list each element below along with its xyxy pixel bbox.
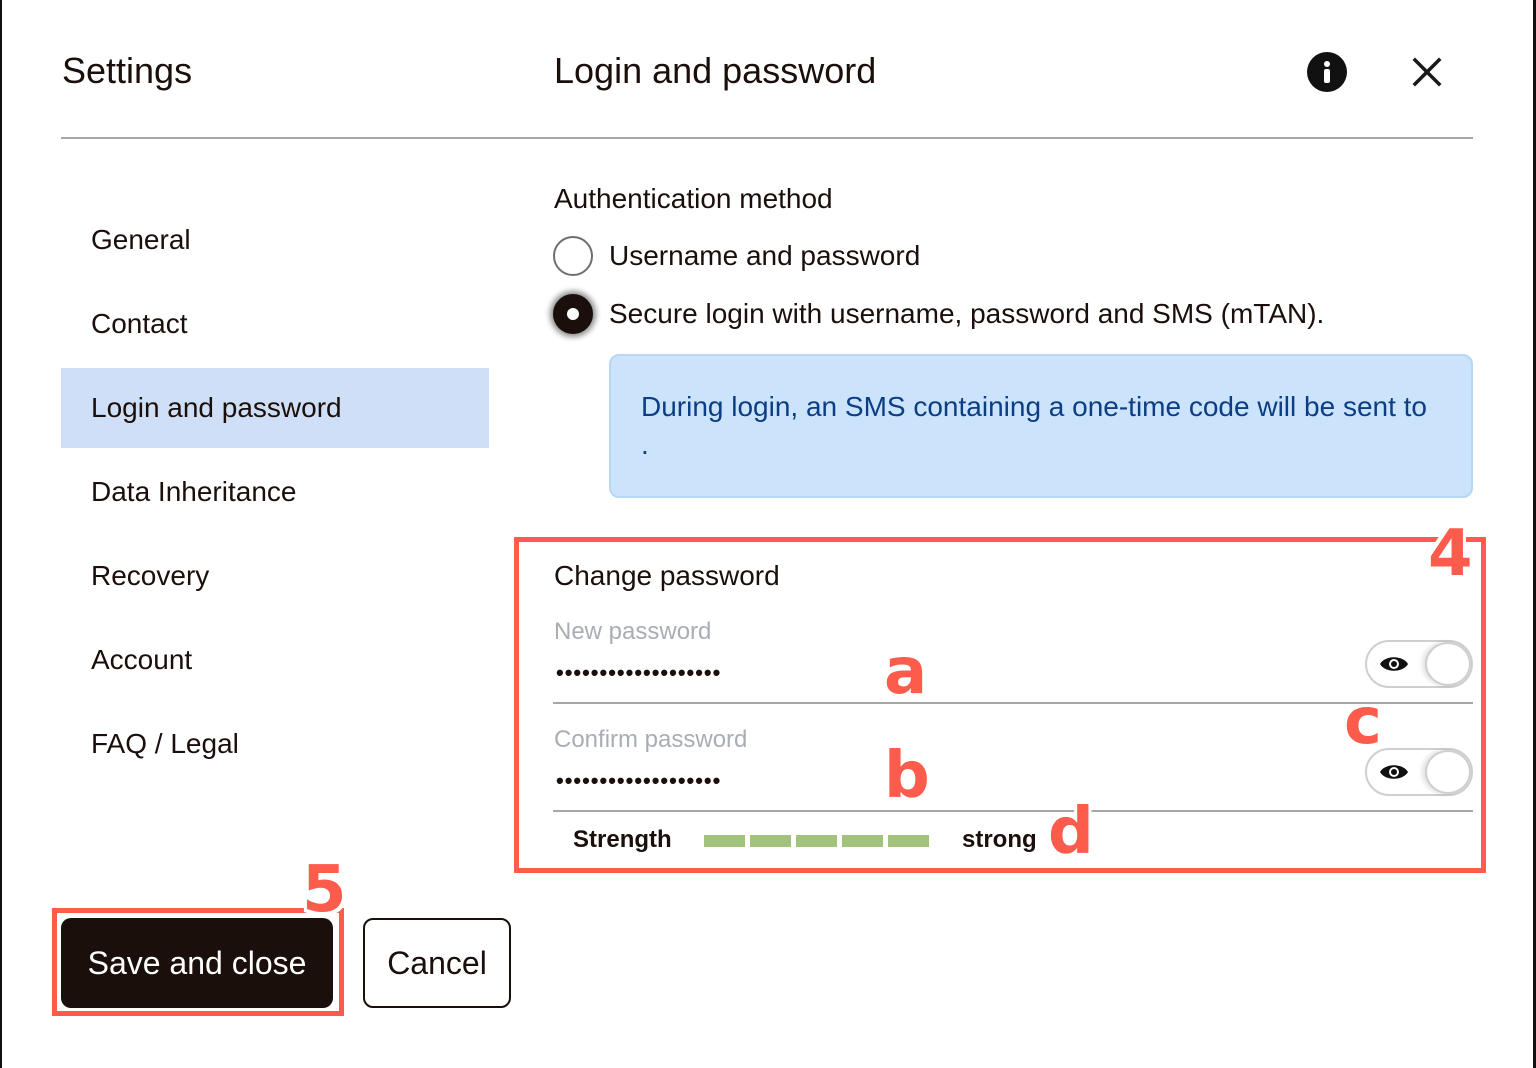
new-password-input[interactable]: ••••••••••••••••••• [556, 660, 722, 685]
confirm-password-input[interactable]: ••••••••••••••••••• [556, 768, 722, 793]
sidebar-item-data-inheritance[interactable]: Data Inheritance [61, 452, 489, 532]
settings-title: Settings [62, 50, 193, 91]
radio-label: Username and password [609, 240, 921, 271]
annotation-label-5: 5 [302, 853, 347, 927]
toggle-knob [1425, 750, 1471, 794]
window-border-left [0, 0, 2, 1068]
radio-button-checked[interactable] [553, 294, 593, 334]
confirm-password-show-toggle[interactable] [1365, 748, 1473, 796]
sidebar-item-label: General [91, 224, 191, 255]
close-icon[interactable] [1407, 52, 1447, 92]
cancel-button[interactable]: Cancel [363, 918, 511, 1008]
radio-username-password[interactable]: Username and password [553, 236, 920, 276]
annotation-box-4 [514, 537, 1486, 873]
header-divider [61, 137, 1473, 139]
new-password-underline [553, 702, 1473, 704]
annotation-label-a: a [884, 635, 928, 709]
sms-info-box: During login, an SMS containing a one-ti… [609, 354, 1473, 498]
close-x-glyph [1412, 57, 1442, 87]
page-title: Login and password [554, 50, 877, 91]
window-border-right [1533, 0, 1536, 1068]
sidebar-item-general[interactable]: General [61, 200, 489, 280]
annotation-box-5 [52, 908, 344, 1016]
strength-label: Strength [573, 826, 672, 853]
sidebar-item-login-and-password[interactable]: Login and password [61, 368, 489, 448]
sidebar-item-recovery[interactable]: Recovery [61, 536, 489, 616]
eye-icon [1380, 765, 1408, 779]
strength-segment [750, 835, 791, 847]
new-password-label: New password [554, 618, 712, 645]
strength-segment [796, 835, 837, 847]
strength-meter [704, 835, 929, 847]
sidebar-item-label: Account [91, 644, 193, 675]
auth-method-label: Authentication method [554, 183, 833, 214]
confirm-password-underline [553, 810, 1473, 812]
toggle-knob [1425, 642, 1471, 686]
radio-secure-login-sms[interactable]: Secure login with username, password and… [553, 294, 1324, 334]
annotation-label-c: c [1344, 685, 1382, 759]
annotation-label-4: 4 [1428, 517, 1473, 591]
confirm-password-label: Confirm password [554, 726, 748, 753]
new-password-show-toggle[interactable] [1365, 640, 1473, 688]
radio-button[interactable] [553, 236, 593, 276]
sidebar-item-label: Login and password [91, 392, 342, 423]
sidebar-item-label: FAQ / Legal [91, 728, 239, 759]
sidebar-item-label: Data Inheritance [91, 476, 297, 507]
save-and-close-button[interactable]: Save and close [61, 918, 333, 1008]
radio-label: Secure login with username, password and… [609, 298, 1325, 329]
strength-segment [888, 835, 929, 847]
annotation-label-d: d [1048, 795, 1094, 869]
sms-info-text: During login, an SMS containing a one-ti… [641, 391, 1427, 460]
eye-icon [1380, 657, 1408, 671]
strength-value: strong [962, 826, 1037, 853]
sidebar-item-label: Recovery [91, 560, 210, 591]
sidebar-item-account[interactable]: Account [61, 620, 489, 700]
strength-segment [704, 835, 745, 847]
annotation-label-b: b [884, 739, 930, 813]
sidebar-item-contact[interactable]: Contact [61, 284, 489, 364]
strength-segment [842, 835, 883, 847]
info-icon[interactable] [1307, 52, 1347, 92]
sidebar-item-faq-legal[interactable]: FAQ / Legal [61, 704, 489, 784]
sidebar-item-label: Contact [91, 308, 188, 339]
change-password-title: Change password [554, 560, 780, 591]
